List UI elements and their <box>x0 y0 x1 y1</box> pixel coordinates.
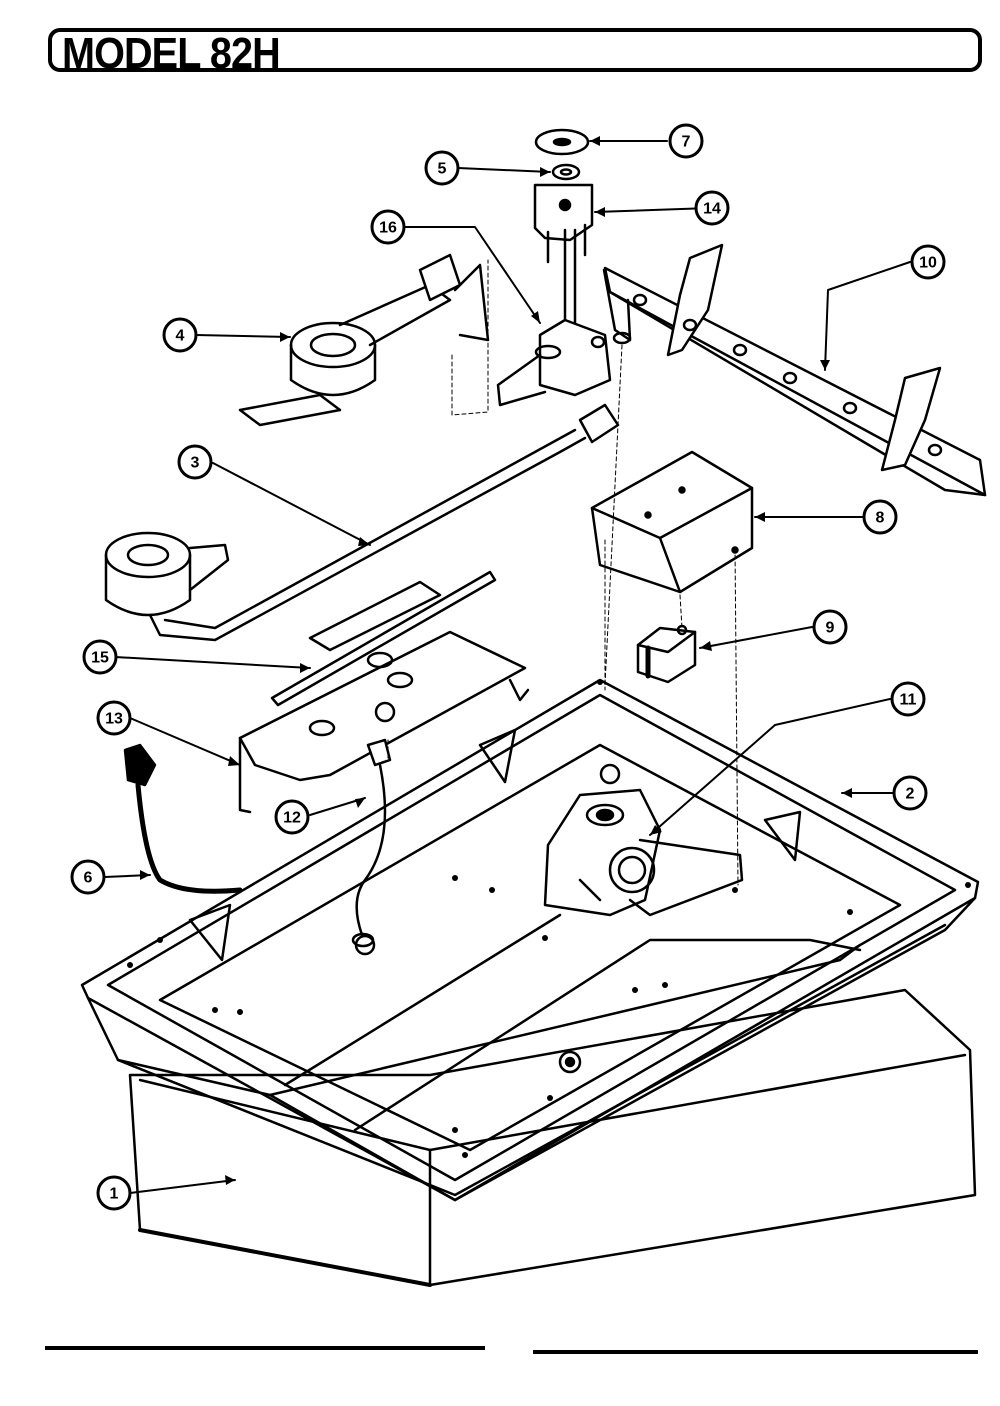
callout-number: 9 <box>826 620 835 637</box>
callout-circle <box>96 700 132 736</box>
part-lower-burner <box>104 403 620 642</box>
part-valve-regulator <box>543 788 744 917</box>
part-disc-cap <box>534 128 590 156</box>
callout-number: 3 <box>191 455 200 472</box>
callout-3: 3 <box>177 444 213 480</box>
callout-number: 10 <box>919 255 937 272</box>
callout-9: 9 <box>812 609 848 645</box>
callout-circle <box>862 499 898 535</box>
callout-15: 15 <box>82 639 118 675</box>
callout-13: 13 <box>96 700 132 736</box>
callout-16: 16 <box>370 209 406 245</box>
callout-circle <box>274 799 310 835</box>
part-top-burner <box>238 253 490 427</box>
callout-10: 10 <box>910 244 946 280</box>
callout-number: 12 <box>283 810 301 827</box>
part-ignition-clip <box>351 738 392 948</box>
footer-rule-right <box>533 1350 978 1354</box>
title-frame: MODEL 82H <box>48 28 982 78</box>
callout-number: 6 <box>84 870 93 887</box>
part-power-cord <box>123 743 243 894</box>
callout-circle <box>96 1175 132 1211</box>
callout-number: 4 <box>176 328 185 345</box>
callout-14: 14 <box>694 190 730 226</box>
callout-8: 8 <box>862 499 898 535</box>
part-support-plate <box>238 580 530 814</box>
callout-number: 14 <box>703 201 721 218</box>
part-main-tray <box>80 678 980 1202</box>
callout-number: 13 <box>105 711 123 728</box>
part-base-pan <box>128 988 977 1287</box>
part-small-block <box>636 624 697 684</box>
callout-circle <box>910 244 946 280</box>
callout-6: 6 <box>70 859 106 895</box>
part-bracket <box>533 183 594 264</box>
callout-circle <box>892 775 928 811</box>
callout-circle <box>177 444 213 480</box>
part-cover-box <box>590 450 754 594</box>
part-valve-body <box>496 228 612 407</box>
alignment-lines <box>387 259 739 886</box>
callout-number: 15 <box>91 650 109 667</box>
callout-5: 5 <box>424 150 460 186</box>
callout-number: 5 <box>438 161 447 178</box>
callout-7: 7 <box>668 123 704 159</box>
callout-1: 1 <box>96 1175 132 1211</box>
callout-circle <box>162 317 198 353</box>
callout-2: 2 <box>892 775 928 811</box>
callout-circle <box>82 639 118 675</box>
page-title: MODEL 82H <box>62 29 281 78</box>
callout-circle <box>70 859 106 895</box>
callout-circle <box>812 609 848 645</box>
callout-circle <box>424 150 460 186</box>
callout-number: 7 <box>682 134 691 151</box>
footer-rule-left <box>45 1346 485 1350</box>
callout-4: 4 <box>162 317 198 353</box>
part-manifold-bar <box>602 243 987 497</box>
callout-circle <box>370 209 406 245</box>
part-washer <box>551 163 581 181</box>
callout-circle <box>890 681 926 717</box>
callout-number: 16 <box>379 220 397 237</box>
callout-number: 8 <box>876 510 885 527</box>
callout-number: 11 <box>900 692 917 709</box>
leader-arrowheads <box>140 136 852 1185</box>
callout-circle <box>668 123 704 159</box>
callout-12: 12 <box>274 799 310 835</box>
callout-number: 1 <box>110 1186 119 1203</box>
part-tube <box>270 570 497 707</box>
callout-circle <box>694 190 730 226</box>
callout-number: 2 <box>906 786 915 803</box>
callout-11: 11 <box>890 681 926 717</box>
